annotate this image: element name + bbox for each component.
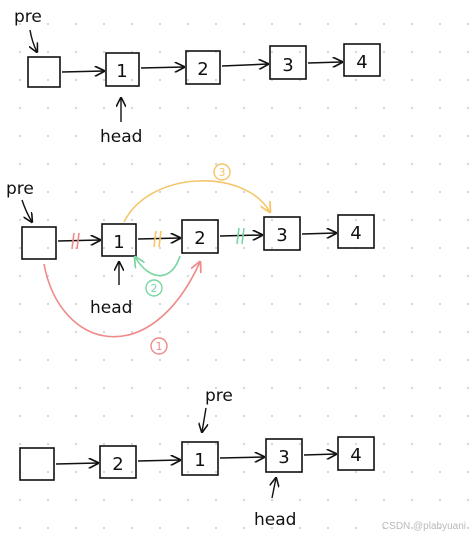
arrow-3-to-4: [301, 233, 336, 234]
arrow-head-pointer: [272, 478, 276, 499]
step-2-number: 2: [151, 282, 158, 295]
cut-mark-1: [71, 232, 75, 250]
cut-mark-2b: [241, 227, 245, 245]
node-2-value: 2: [197, 59, 208, 80]
node-4-value: 4: [356, 52, 367, 73]
cut-mark-3b: [158, 230, 162, 248]
node-4: [343, 43, 381, 77]
node-2-value: 2: [194, 228, 205, 249]
arrow-1-to-2: [137, 238, 180, 239]
node-3-value: 3: [276, 225, 287, 246]
node-1-value: 1: [116, 61, 127, 82]
label-pre: pre: [205, 386, 233, 406]
arrow-2-to-1: [137, 460, 180, 461]
cut-mark-2: [236, 227, 240, 245]
node-3-value: 3: [282, 55, 293, 76]
step-1-arrow: [43, 262, 200, 338]
step-3-badge: [213, 163, 231, 181]
label-pre: pre: [6, 179, 34, 199]
node-2: [181, 219, 219, 254]
node-4-value: 4: [350, 445, 361, 466]
step-3-arrow: [123, 180, 270, 223]
step-2-arrow: [135, 256, 181, 277]
node-4: [337, 214, 375, 249]
node-1-value: 1: [113, 232, 124, 253]
node-1: [181, 441, 219, 476]
arrow-2-to-3: [219, 235, 262, 236]
node-3: [269, 45, 307, 80]
node-4: [337, 436, 375, 471]
step-3-number: 3: [219, 166, 226, 179]
arrow-1-to-3: [219, 457, 264, 458]
label-head: head: [254, 510, 296, 530]
node-3-value: 3: [278, 447, 289, 468]
label-head: head: [90, 298, 132, 318]
node-1-value: 1: [194, 450, 205, 471]
diagram-3-result: pre 2 1 3 4 head: [19, 386, 375, 530]
node-1: [105, 52, 140, 87]
step-1-number: 1: [156, 340, 163, 353]
cut-mark-3: [153, 230, 157, 248]
arrow-dummy-to-1: [57, 240, 100, 241]
arrow-pre-pointer: [202, 407, 206, 432]
arrow-3-to-4: [303, 454, 336, 455]
node-3: [263, 216, 301, 251]
node-3: [265, 438, 303, 473]
arrow-1-to-2: [140, 67, 184, 68]
label-pre: pre: [14, 7, 42, 27]
node-2: [185, 50, 221, 85]
diagram-1-initial: pre 1 2 3 4 head: [14, 7, 381, 147]
cut-mark-1b: [76, 232, 80, 250]
arrow-3-to-4: [307, 62, 342, 63]
step-2-badge: [145, 279, 163, 297]
arrow-pre-pointer: [21, 199, 32, 222]
node-2-value: 2: [112, 454, 123, 475]
watermark: CSDN @plabyuani: [381, 521, 466, 532]
node-dummy: [19, 447, 55, 481]
node-2: [99, 445, 137, 479]
node-4-value: 4: [350, 223, 361, 244]
node-1: [101, 223, 137, 257]
node-dummy: [27, 56, 61, 88]
arrow-pre-pointer: [30, 29, 37, 52]
arrow-dummy-to-1: [61, 71, 104, 72]
arrow-dummy-to-2: [55, 463, 98, 464]
diagram-2-steps: pre 1 2 3 4 1 2 3 head: [6, 163, 375, 355]
step-1-badge: [150, 337, 168, 355]
node-dummy: [21, 226, 57, 260]
label-head: head: [100, 127, 142, 147]
arrow-2-to-3: [221, 64, 268, 66]
